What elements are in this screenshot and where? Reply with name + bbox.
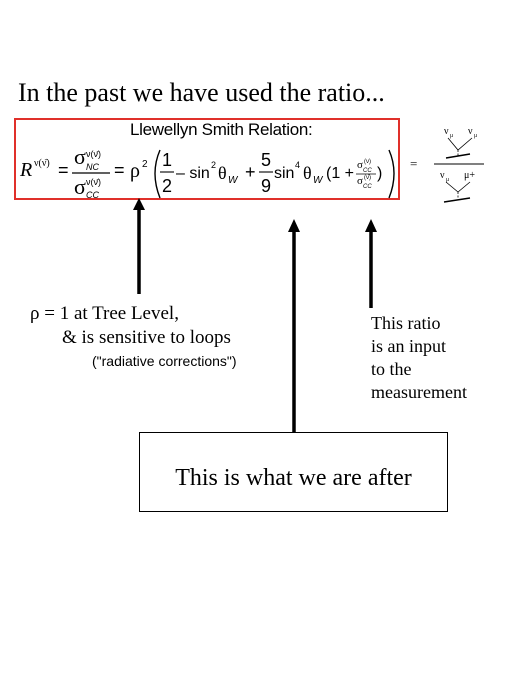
sin-quartic-exp: 4 (295, 160, 300, 170)
theta-1: θ (218, 163, 227, 183)
frac-five: 5 (261, 150, 271, 170)
arrow-ratio-head (365, 219, 377, 232)
arrow-rho-head (133, 198, 145, 210)
diag-bottom-target (443, 197, 471, 203)
feynman-diagram: = ν μ ν μ ν μ μ+ (410, 126, 484, 203)
plus-1: + (245, 162, 256, 182)
big-paren-left (154, 149, 161, 199)
small-sup-top: (ν) (364, 159, 371, 165)
equals-1: = (58, 160, 69, 180)
sigma-cc: σ (74, 174, 86, 199)
lhs-symbol: R (19, 159, 32, 181)
rho-symbol: ρ (130, 160, 140, 182)
diag-top-left: ν (444, 126, 449, 137)
nu-sup-cc: ν(ν̄) (86, 177, 101, 187)
slide-heading: In the past we have used the ratio... (18, 78, 385, 107)
ratio-note-line2: is an input (371, 336, 446, 356)
sigma-nc: σ (74, 144, 86, 169)
ratio-note-line1: This ratio (371, 313, 441, 333)
cc-sub: CC (86, 190, 99, 200)
arrow-sin-head (288, 219, 300, 232)
minus-sin: – sin (176, 165, 210, 182)
small-cc-bottom: CC (363, 184, 372, 190)
diag-top-right: ν (468, 126, 473, 137)
ratio-note-line4: measurement (371, 382, 467, 402)
small-sigma-bottom: σ (357, 175, 363, 187)
small-sup-bottom: (ν̄) (364, 175, 371, 181)
w-sub-1: W (228, 175, 239, 186)
rho-note-line3: ("radiative corrections") (92, 353, 237, 369)
paren-close: ) (377, 165, 382, 182)
target-text: This is what we are after (175, 465, 412, 491)
frac-one: 1 (162, 150, 172, 170)
rho-note-line1: ρ = 1 at Tree Level, (30, 303, 179, 324)
ratio-annotation: This ratio is an input to the measuremen… (371, 312, 501, 404)
formula-box (14, 118, 400, 200)
lhs-superscript: ν(ν̄) (34, 158, 50, 169)
sin-4: sin (274, 165, 294, 182)
nc-sub: NC (86, 162, 99, 172)
diag-top-right-sub: μ (474, 133, 477, 139)
diag-top-left-sub: μ (450, 133, 453, 139)
diag-bottom-left-sub: μ (446, 177, 449, 183)
frac-nine: 9 (261, 176, 271, 196)
paren-one-plus: (1 + (326, 165, 354, 182)
sin-sq-exp: 2 (211, 160, 216, 170)
w-sub-2: W (313, 175, 324, 186)
frac-two: 2 (162, 176, 172, 196)
big-paren-right (388, 149, 395, 199)
equals-2: = (114, 160, 125, 180)
llewellyn-smith-formula: R ν(ν̄) = σ ν(ν̄) NC σ ν(ν̄) CC = ρ 2 1 … (19, 144, 395, 200)
target-box (139, 432, 448, 512)
nu-sup-nc: ν(ν̄) (86, 149, 101, 159)
ratio-note-line3: to the (371, 359, 412, 379)
diag-top-target (445, 153, 471, 159)
small-cc-top: CC (363, 168, 372, 174)
small-sigma-top: σ (357, 159, 363, 171)
rho-note-line2: & is sensitive to loops (62, 327, 231, 348)
diag-bottom-left: ν (440, 170, 445, 181)
right-equals: = (410, 156, 417, 171)
formula-title: Llewellyn Smith Relation: (130, 120, 313, 139)
diag-bottom-right: μ+ (464, 170, 475, 181)
rho-exponent: 2 (142, 159, 148, 170)
theta-2: θ (303, 163, 312, 183)
rho-annotation: ρ = 1 at Tree Level, & is sensitive to l… (30, 302, 237, 372)
